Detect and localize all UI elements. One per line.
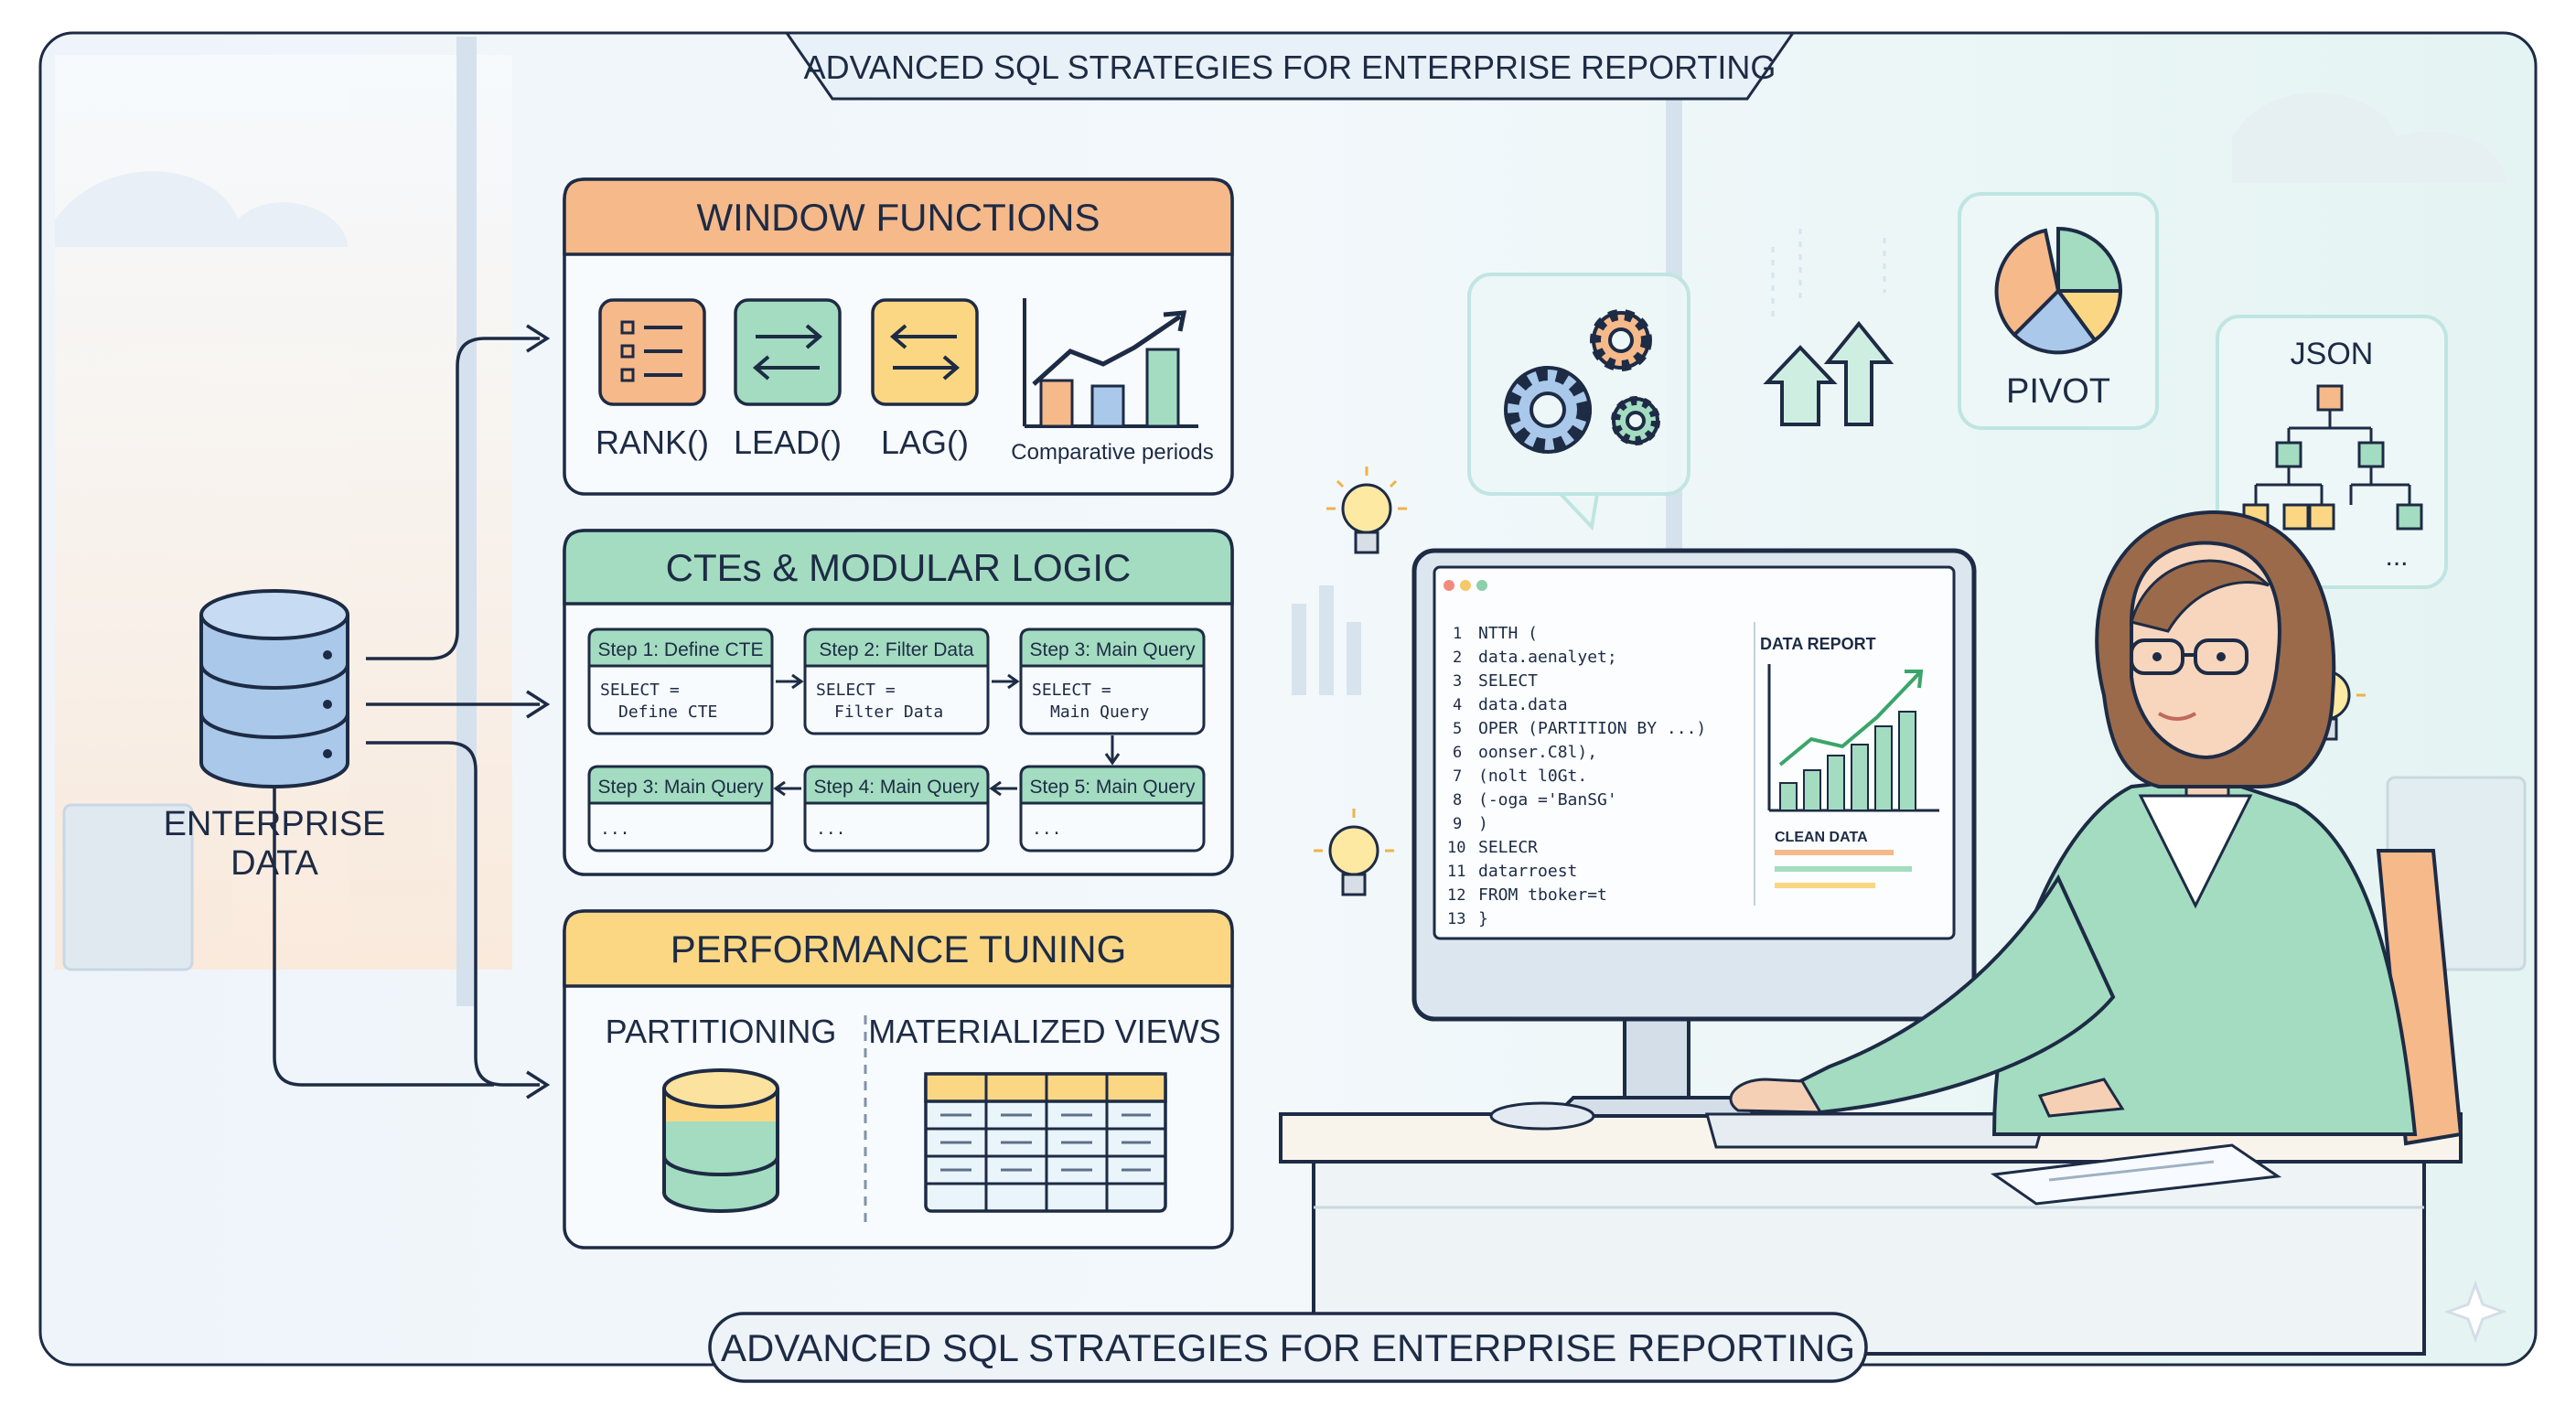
cte-step-4-header: Step 3: Main Query — [598, 777, 764, 798]
cte-step-connectors — [773, 673, 1121, 797]
cte-step-2-line1: SELECT = — [816, 681, 896, 700]
sparkle-icon — [2443, 1280, 2507, 1344]
partition-database-icon — [662, 1068, 779, 1213]
code-line-number: 4 — [1453, 696, 1462, 714]
cte-step-card-6: Step 5: Main Query ... — [1019, 765, 1206, 853]
lag-arrows-icon — [871, 298, 979, 406]
code-line-number: 12 — [1447, 886, 1465, 905]
cte-step-1-header: Step 1: Define CTE — [598, 639, 764, 660]
office-backdrop — [55, 37, 2527, 1006]
code-line-text: ) — [1478, 814, 1488, 833]
code-line-text: (-oga ='BanSG' — [1478, 790, 1617, 810]
pivot-label: PIVOT — [2006, 372, 2110, 411]
cte-step-card-3: Step 3: Main Query SELECT = Main Query — [1019, 627, 1206, 735]
code-line-number: 3 — [1453, 672, 1462, 691]
arrow-side-branch — [273, 787, 494, 1087]
code-line-number: 10 — [1447, 839, 1465, 857]
arrow-to-window-functions — [366, 337, 540, 660]
data-report-panel: DATA REPORT CLEAN DATA — [1760, 635, 1939, 888]
cte-step-5-header: Step 4: Main Query — [814, 777, 980, 798]
code-line-text: SELECT — [1478, 671, 1538, 691]
cte-step-2-line2: Filter Data — [834, 702, 943, 722]
cte-step-2-header: Step 2: Filter Data — [819, 639, 974, 660]
materialized-view-table-icon — [924, 1072, 1167, 1213]
top-banner: ADVANCED SQL STRATEGIES FOR ENTERPRISE R… — [784, 31, 1796, 101]
materialized-views-label: MATERIALIZED VIEWS — [868, 1013, 1220, 1050]
code-line-number: 5 — [1453, 720, 1462, 738]
window-functions-title: WINDOW FUNCTIONS — [697, 196, 1100, 239]
cte-step-3-header: Step 3: Main Query — [1030, 639, 1196, 660]
lightbulb-icon — [1326, 467, 1407, 554]
cte-step-6-header: Step 5: Main Query — [1030, 777, 1196, 798]
bottom-banner-title: ADVANCED SQL STRATEGIES FOR ENTERPRISE R… — [721, 1326, 1855, 1369]
code-line-text: SELECR — [1478, 838, 1538, 857]
data-report-title: DATA REPORT — [1760, 635, 1876, 653]
ctes-panel: CTEs & MODULAR LOGIC Step 1: Define CTE … — [563, 529, 1234, 876]
json-label: JSON — [2291, 337, 2374, 371]
cte-step-1-line1: SELECT = — [600, 681, 680, 700]
json-more-label: ... — [2385, 542, 2408, 572]
comparative-chart-icon — [1023, 298, 1198, 428]
desk-items — [1489, 1101, 2282, 1206]
analyst-person-illustration — [1729, 509, 2463, 1146]
code-line-text: oonser.C8l), — [1478, 743, 1597, 762]
rank-list-icon — [598, 298, 706, 406]
partitioning-label: PARTITIONING — [606, 1013, 837, 1050]
gear-green-icon — [1611, 396, 1660, 445]
code-line-text: datarroest — [1478, 862, 1577, 881]
code-line-text: FROM tboker=t — [1478, 885, 1607, 905]
code-line-number: 9 — [1453, 815, 1462, 833]
growth-arrows-icon — [1763, 229, 1894, 426]
cte-step-1-line2: Define CTE — [618, 702, 717, 722]
ctes-title: CTEs & MODULAR LOGIC — [666, 546, 1132, 589]
bottom-banner: ADVANCED SQL STRATEGIES FOR ENTERPRISE R… — [708, 1312, 1868, 1383]
lightbulb-icon-2 — [1314, 809, 1394, 896]
window-functions-panel: WINDOW FUNCTIONS RANK() LEAD() — [563, 177, 1234, 496]
cte-step-4-line1: ... — [600, 820, 630, 839]
code-line-number: 8 — [1453, 791, 1462, 810]
code-line-number: 2 — [1453, 649, 1462, 667]
lead-label: LEAD() — [734, 424, 842, 461]
code-line-text: data.aenalyet; — [1478, 648, 1617, 667]
cte-step-5-line1: ... — [816, 820, 846, 839]
sql-code-editor: 1 NTTH ( 2 data.aenalyet; 3 SELECT 4 dat… — [1447, 624, 1706, 928]
performance-title: PERFORMANCE TUNING — [671, 928, 1127, 971]
cte-step-3-line1: SELECT = — [1032, 681, 1111, 700]
pie-chart-icon — [1994, 226, 2123, 355]
code-line-text: OPER (PARTITION BY ...) — [1478, 719, 1706, 738]
clean-data-label: CLEAN DATA — [1775, 830, 1868, 845]
code-line-number: 6 — [1453, 744, 1462, 762]
cte-step-3-line2: Main Query — [1050, 702, 1150, 722]
json-bubble: JSON ... — [2216, 315, 2448, 589]
code-line-text: NTTH ( — [1478, 624, 1538, 643]
cte-step-card-2: Step 2: Filter Data SELECT = Filter Data — [803, 627, 990, 735]
rank-label: RANK() — [596, 424, 709, 461]
lag-label: LAG() — [881, 424, 969, 461]
code-line-number: 1 — [1453, 625, 1462, 643]
top-banner-title: ADVANCED SQL STRATEGIES FOR ENTERPRISE R… — [804, 48, 1776, 86]
monitor — [1411, 548, 1977, 1118]
code-line-number: 11 — [1447, 863, 1465, 881]
flow-arrows — [273, 324, 551, 1099]
code-line-text: } — [1478, 909, 1488, 928]
cte-step-card-5: Step 4: Main Query ... — [803, 765, 990, 853]
code-line-number: 7 — [1453, 767, 1462, 786]
gear-icon — [1504, 366, 1592, 454]
cte-step-card-1: Step 1: Define CTE SELECT = Define CTE — [587, 627, 774, 735]
json-tree-icon — [2242, 384, 2423, 531]
enterprise-database-icon — [199, 589, 349, 788]
code-line-text: data.data — [1478, 695, 1568, 714]
pivot-bubble: PIVOT — [1958, 192, 2159, 430]
comparative-periods-caption: Comparative periods — [1011, 440, 1213, 465]
lead-arrows-icon — [734, 298, 842, 406]
code-line-number: 13 — [1447, 910, 1465, 928]
gear-orange-icon — [1590, 309, 1652, 371]
gears-bubble — [1467, 273, 1690, 531]
cte-step-card-4: Step 3: Main Query ... — [587, 765, 774, 853]
code-line-text: (nolt l0Gt. — [1478, 767, 1587, 786]
cte-step-6-line1: ... — [1032, 820, 1062, 839]
performance-panel: PERFORMANCE TUNING PARTITIONING MATERIAL… — [563, 909, 1234, 1249]
